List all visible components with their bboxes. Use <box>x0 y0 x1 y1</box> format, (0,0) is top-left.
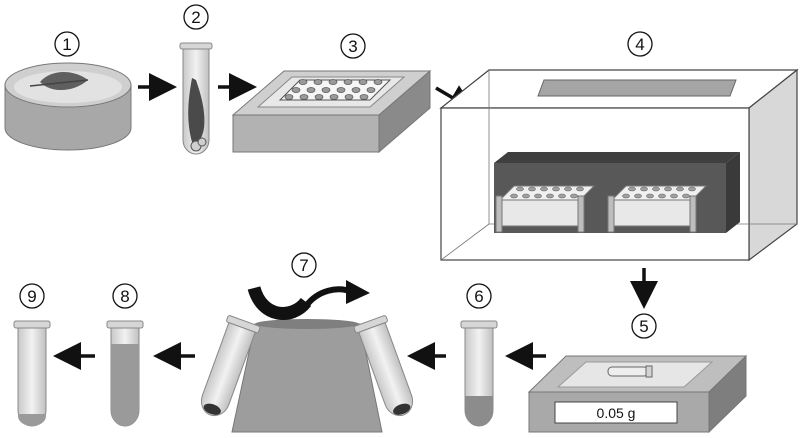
heat-block-with-rack-icon <box>231 69 432 154</box>
step-badge-1: 1 <box>54 31 80 57</box>
step-label-1: 1 <box>62 35 71 54</box>
step-badge-9: 9 <box>19 283 45 309</box>
tube-empty-icon <box>13 320 51 427</box>
step-label-9: 9 <box>27 287 36 306</box>
centrifuge-inversion-icon <box>200 280 414 433</box>
step-badge-4: 4 <box>627 31 653 57</box>
balance-display <box>554 401 678 424</box>
step-badge-7: 7 <box>291 252 317 278</box>
step-badge-2: 2 <box>183 4 209 30</box>
balance-reading: 0.05 g <box>597 405 636 421</box>
step-label-5: 5 <box>639 317 648 336</box>
tube-with-pellet-icon <box>460 320 498 427</box>
step-label-7: 7 <box>299 256 308 275</box>
step-label-8: 8 <box>120 287 129 306</box>
tube-with-insect-icon <box>179 42 213 155</box>
step-label-2: 2 <box>191 8 200 27</box>
step-badge-3: 3 <box>340 33 366 59</box>
step-label-4: 4 <box>635 35 644 54</box>
balance-with-tube-icon: 0.05 g <box>527 354 748 434</box>
step-badge-5: 5 <box>631 313 657 339</box>
step-badge-6: 6 <box>466 283 492 309</box>
step-badge-8: 8 <box>112 283 138 309</box>
petri-dish-with-leaf-icon <box>4 62 132 151</box>
incubator-chamber-icon <box>439 68 799 262</box>
tube-full-icon <box>106 320 144 427</box>
step-label-6: 6 <box>474 287 483 306</box>
step-label-3: 3 <box>348 37 357 56</box>
